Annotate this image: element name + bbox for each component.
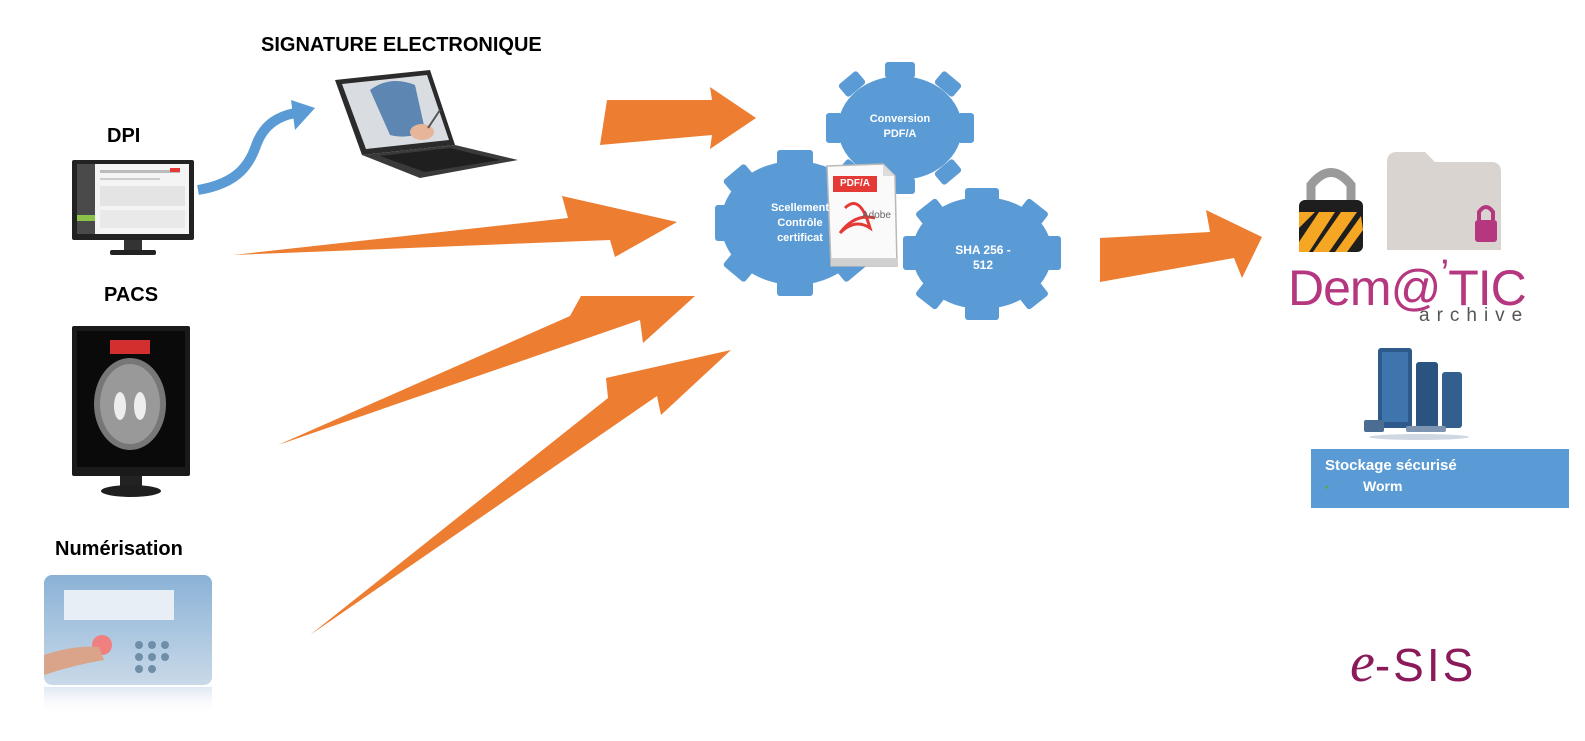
- dpi-monitor-icon: [72, 160, 194, 255]
- pacs-label: PACS: [104, 284, 159, 306]
- pacs-monitor-icon: [72, 326, 190, 497]
- gear-cluster: [715, 62, 1061, 320]
- pdf-document-icon: [826, 163, 898, 267]
- curved-arrow-dpi-to-signature: [197, 100, 315, 195]
- archive-folder-lock-icon: [1299, 152, 1501, 252]
- dematic-archive-sub: archive: [1419, 305, 1530, 326]
- pdf-badge-text: PDF/A: [840, 178, 870, 189]
- storage-server-icon: [1364, 348, 1469, 440]
- laptop-signature-illustration: [335, 70, 518, 178]
- conversion-gear: [826, 62, 974, 194]
- storage-title: Stockage sécurisé: [1325, 457, 1457, 474]
- arrow-scan-to-process: [310, 350, 731, 635]
- dpi-label: DPI: [107, 125, 141, 147]
- storage-info-box: Stockage sécurisé •Worm: [1311, 449, 1569, 508]
- adobe-text: Adobe: [862, 210, 891, 221]
- numerisation-label: Numérisation: [55, 538, 183, 560]
- sha-gear: [903, 188, 1061, 320]
- scanner-photo: [44, 575, 212, 715]
- arrow-pacs-to-process: [278, 296, 695, 445]
- sha-gear-text: SHA 256 - 512: [955, 243, 1011, 272]
- scellement-gear-text: Scellement Contrôle certificat: [770, 202, 830, 244]
- arrow-signature-to-process: [600, 87, 756, 149]
- dematic-brand: Dem@’TIC: [1288, 252, 1527, 316]
- arrow-process-to-archive: [1100, 210, 1262, 282]
- storage-bullet-row: •Worm: [1325, 478, 1403, 494]
- esis-logo: e-SIS: [1350, 632, 1477, 694]
- signature-label: SIGNATURE ELECTRONIQUE: [261, 34, 542, 56]
- arrow-dpi-to-process: [233, 196, 677, 257]
- bullet-icon: •: [1325, 482, 1329, 494]
- conversion-gear-text: Conversion PDF/A: [869, 113, 931, 140]
